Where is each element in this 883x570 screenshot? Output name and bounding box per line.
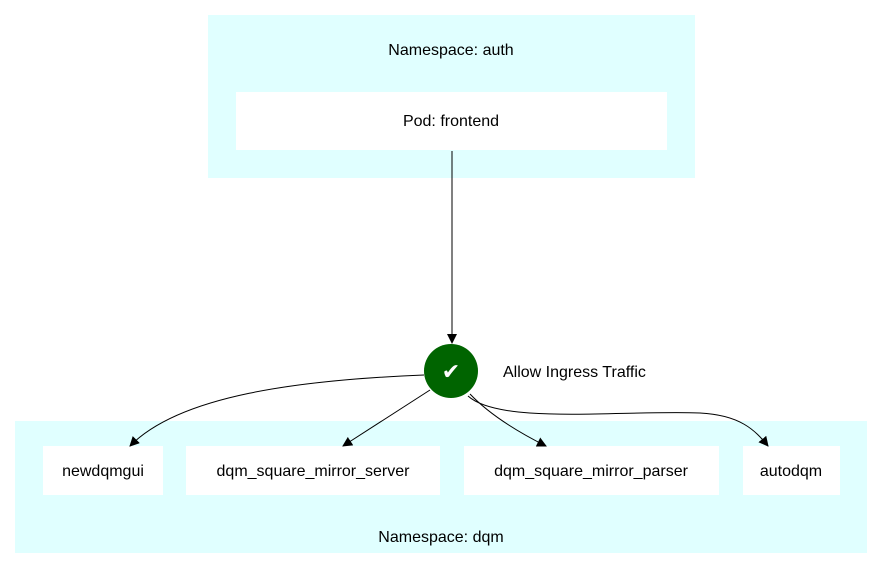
edge-policy-to-dqm-square-mirror-parser (469, 393, 547, 447)
namespace-auth: Namespace: auth Pod: frontend (208, 15, 695, 178)
namespace-auth-label: Namespace: auth (388, 42, 513, 59)
namespace-dqm: Namespace: dqm newdqmgui dqm_square_mirr… (15, 421, 867, 553)
pod-newdqmgui[interactable]: newdqmgui (43, 446, 163, 495)
pod-newdqmgui-label: newdqmgui (62, 463, 144, 480)
namespace-dqm-label: Namespace: dqm (378, 529, 503, 546)
pod-autodqm[interactable]: autodqm (743, 446, 840, 495)
pod-dqm-square-mirror-parser-box (464, 446, 719, 495)
pod-dqm-square-mirror-parser-label: dqm_square_mirror_parser (494, 463, 689, 480)
policy-node[interactable]: ✔ Allow Ingress Traffic (424, 344, 646, 398)
edges (129, 151, 769, 447)
pod-dqm-square-mirror-server[interactable]: dqm_square_mirror_server (186, 446, 440, 495)
pod-frontend[interactable]: Pod: frontend (236, 92, 667, 150)
pod-frontend-label: Pod: frontend (403, 113, 499, 130)
policy-label: Allow Ingress Traffic (503, 364, 646, 381)
pod-dqm-square-mirror-parser[interactable]: dqm_square_mirror_parser (464, 446, 719, 495)
edge-policy-to-dqm-square-mirror-server (342, 389, 431, 447)
checkmark-icon: ✔ (442, 360, 460, 385)
edge-policy-to-newdqmgui (129, 374, 425, 447)
policy-circle (424, 344, 478, 398)
pod-autodqm-label: autodqm (760, 463, 822, 480)
pod-dqm-square-mirror-server-label: dqm_square_mirror_server (217, 463, 411, 480)
pod-newdqmgui-box (43, 446, 163, 495)
pod-dqm-square-mirror-server-box (186, 446, 440, 495)
edge-policy-to-autodqm (467, 395, 769, 447)
pod-autodqm-box (743, 446, 840, 495)
pod-frontend-box (236, 92, 667, 150)
